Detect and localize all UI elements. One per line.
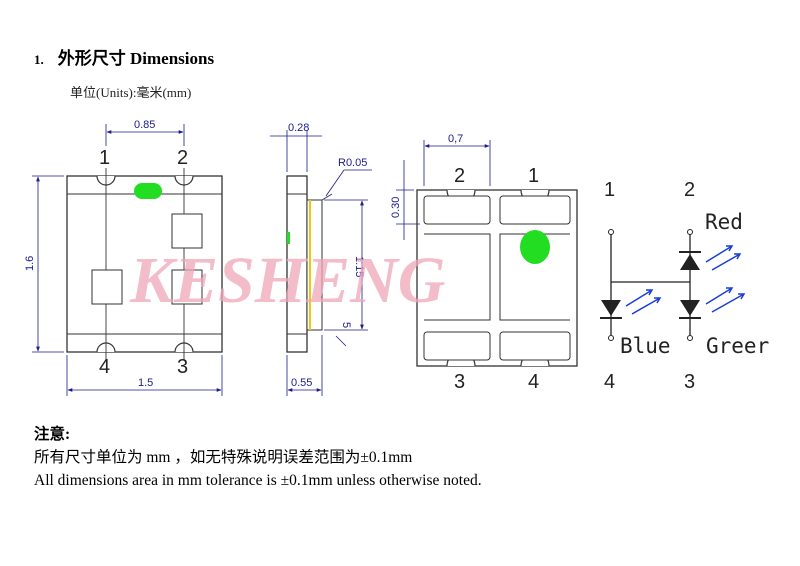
schematic-terminal <box>687 335 693 341</box>
blue-led-diode <box>601 300 621 316</box>
front-pin-4: 4 <box>99 356 110 378</box>
front-body <box>66 175 223 353</box>
notes-title: 注意: <box>34 426 71 443</box>
red-led-diode <box>680 254 700 270</box>
side-leader <box>325 169 345 197</box>
notes-line-en: All dimensions area in mm tolerance is ±… <box>34 472 482 489</box>
schematic-pin-3: 3 <box>684 371 695 393</box>
section-number: 1. <box>34 52 44 67</box>
back-pin-3: 3 <box>454 371 465 393</box>
side-lens-mark <box>287 232 290 244</box>
side-leader <box>335 335 347 347</box>
polarity-dot <box>520 230 550 264</box>
back-pin-1: 1 <box>528 165 539 187</box>
section-title: 外形尺寸 Dimensions <box>57 49 215 68</box>
front-pad <box>171 269 203 305</box>
back-pad <box>499 195 571 225</box>
watermark: KESHENG <box>129 244 445 317</box>
front-view: 1 2 4 3 0.85 1.6 1.5 <box>24 119 223 396</box>
polarity-dot <box>134 183 162 199</box>
dim-width-085: 0.85 <box>134 119 155 131</box>
front-pin-2: 2 <box>177 147 188 169</box>
front-pad <box>91 269 123 305</box>
green-emission-arrows <box>705 287 746 313</box>
back-pad <box>499 331 571 361</box>
front-pin-3: 3 <box>177 356 188 378</box>
schematic-pin-2: 2 <box>684 179 695 201</box>
label-red: Red <box>705 210 743 234</box>
red-emission-arrows <box>705 245 742 271</box>
back-outline <box>424 233 491 321</box>
dim-side-028: 0.28 <box>288 122 309 134</box>
back-pin-2: 2 <box>454 165 465 187</box>
schematic-terminal <box>608 229 614 235</box>
side-view: 0.28 R0.05 1.15 5 0.55 <box>270 122 372 396</box>
back-view: 2 1 3 4 0,7 0.30 <box>390 133 578 393</box>
schematic-pin-4: 4 <box>604 371 615 393</box>
dim-height-16: 1.6 <box>24 256 36 271</box>
dim-width-15: 1.5 <box>138 377 153 389</box>
green-led-diode <box>680 300 700 316</box>
front-pin-1: 1 <box>99 147 110 169</box>
back-pad <box>423 195 491 225</box>
dim-side-115: 1.15 <box>353 256 365 277</box>
label-green: Greer <box>706 334 769 358</box>
schematic-terminal <box>687 229 693 235</box>
units-caption: 单位(Units):毫米(mm) <box>70 85 192 100</box>
dim-side-small: 5 <box>340 322 352 328</box>
notes-line-cn: 所有尺寸单位为 mm ，如无特殊说明误差范围为±0.1mm <box>34 449 413 466</box>
back-pin-4: 4 <box>528 371 539 393</box>
front-pad <box>171 213 203 249</box>
section-heading: 1. 外形尺寸 Dimensions <box>34 44 214 69</box>
blue-emission-arrows <box>625 289 662 315</box>
dim-radius: R0.05 <box>338 157 367 169</box>
dim-back-07: 0,7 <box>448 133 463 145</box>
back-pad <box>423 331 491 361</box>
label-blue: Blue <box>620 334 671 358</box>
side-line <box>321 193 333 201</box>
dim-side-055: 0.55 <box>291 377 312 389</box>
circuit-schematic: 1 2 4 3 Red Blue <box>600 179 769 393</box>
schematic-terminal <box>608 335 614 341</box>
notes-block: 注意: 所有尺寸单位为 mm ，如无特殊说明误差范围为±0.1mm All di… <box>34 423 482 492</box>
dim-back-030: 0.30 <box>390 197 402 218</box>
schematic-pin-1: 1 <box>604 179 615 201</box>
